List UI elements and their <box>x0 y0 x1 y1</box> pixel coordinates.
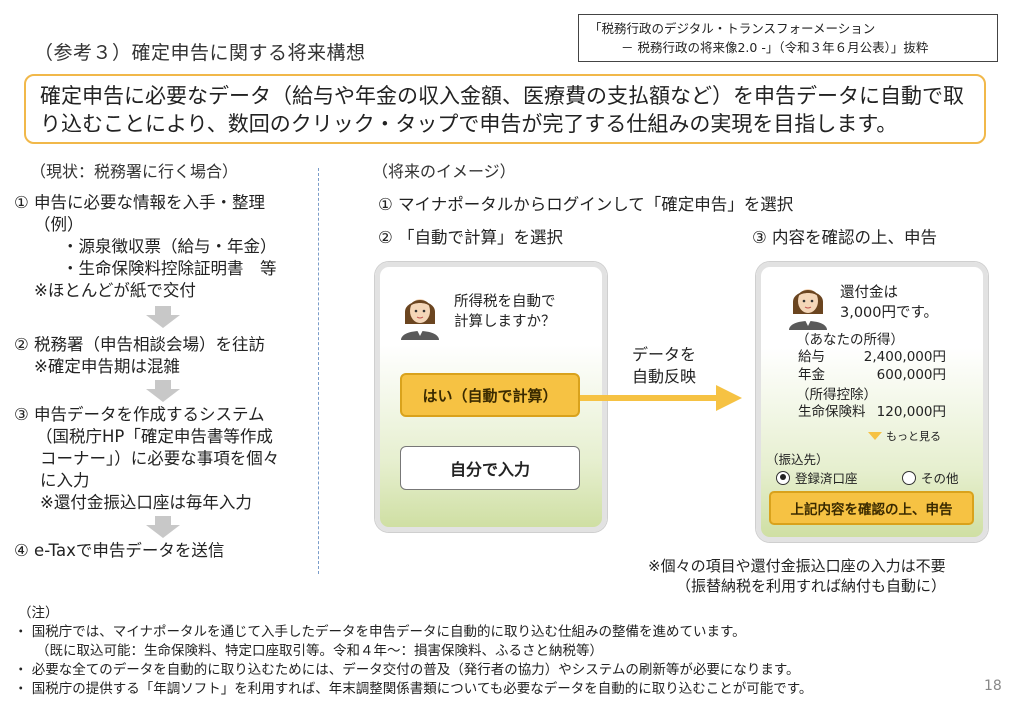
future-step-2: ② 「自動で計算」を選択 <box>378 228 564 247</box>
refund-message-line-2: 3,000円です。 <box>840 305 939 321</box>
income-value: 2,400,000円 <box>863 349 946 365</box>
refund-message: 還付金は 3,000円です。 <box>840 283 938 323</box>
column-divider <box>318 168 319 574</box>
notes-heading: （注） <box>18 605 59 621</box>
radio-registered-account[interactable]: 登録済口座 <box>776 468 858 487</box>
notes-section: （注） ・ 国税庁では、マイナポータルを通じて入手したデータを申告データに自動的… <box>14 604 812 699</box>
source-line-2: － 税務行政の将来像2.0 -」（令和３年６月公表）」抜粋 <box>621 40 929 55</box>
future-heading: （将来のイメージ） <box>372 162 516 181</box>
income-row-salary: 給与 2,400,000円 <box>798 348 946 366</box>
deduction-row-life-insurance: 生命保険料 120,000円 <box>798 403 946 421</box>
source-citation: 「税務行政のデジタル・トランスフォーメーション － 税務行政の将来像2.0 -」… <box>578 14 998 62</box>
income-row-pension: 年金 600,000円 <box>798 366 946 384</box>
down-arrow-icon <box>146 516 180 538</box>
future-note: ※個々の項目や還付金振込口座の入力は不要 （振替納税を利用すれば納付も自動に） <box>648 556 946 596</box>
note-item-2: ・ 必要な全てのデータを自動的に取り込むためには、データ交付の普及（発行者の協力… <box>14 662 800 678</box>
deduction-heading: （所得控除） <box>796 387 877 403</box>
current-step-1-example: （例） <box>34 215 84 234</box>
confirm-and-file-button[interactable]: 上記内容を確認の上、申告 <box>769 491 974 525</box>
future-note-line-1: ※個々の項目や還付金振込口座の入力は不要 <box>648 557 946 575</box>
current-step-1-item-b: ・生命保険料控除証明書 等 <box>62 259 277 278</box>
radio-other-label: その他 <box>921 471 959 486</box>
current-step-3-line-2: （国税庁HP「確定申告書等作成 <box>36 427 273 446</box>
current-step-1-note: ※ほとんどが紙で交付 <box>34 281 196 300</box>
current-step-3-line-3: コーナー」）に必要な事項を個々 <box>40 449 280 468</box>
radio-unselected-icon[interactable] <box>902 470 916 485</box>
income-label: 給与 <box>798 349 825 365</box>
radio-selected-icon[interactable] <box>776 470 790 485</box>
deduction-label: 生命保険料 <box>798 404 866 420</box>
current-step-1-title: ① 申告に必要な情報を入手・整理 <box>14 193 266 212</box>
show-more-label: もっと見る <box>886 430 941 443</box>
income-heading: （あなたの所得） <box>796 332 904 348</box>
radio-registered-label: 登録済口座 <box>795 471 858 486</box>
manual-input-button[interactable]: 自分で入力 <box>400 446 580 490</box>
summary-line-2: り込むことにより、数回のクリック・タップで申告が完了する仕組みの実現を目指します… <box>40 112 898 136</box>
phone1-prompt-line-1: 所得税を自動で <box>454 294 556 310</box>
current-step-3: ③ 申告データを作成するシステム （国税庁HP「確定申告書等作成 コーナー」）に… <box>14 404 279 514</box>
auto-calc-yes-button[interactable]: はい（自動で計算） <box>400 373 580 417</box>
note-item-1: ・ 国税庁では、マイナポータルを通じて入手したデータを申告データに自動的に取り込… <box>14 624 746 640</box>
current-step-2-title: ② 税務署（申告相談会場）を往訪 <box>14 335 266 354</box>
transfer-heading: （振込先） <box>766 452 829 467</box>
down-arrow-icon <box>146 380 180 402</box>
current-step-1: ① 申告に必要な情報を入手・整理 （例） ・源泉徴収票（給与・年金） ・生命保険… <box>14 192 277 302</box>
current-step-2-note: ※確定申告期は混雑 <box>34 357 180 376</box>
income-value: 600,000円 <box>876 367 946 383</box>
page-title: （参考３）確定申告に関する将来構想 <box>34 42 366 64</box>
phone1-prompt: 所得税を自動で 計算しますか？ <box>454 292 556 332</box>
source-line-1: 「税務行政のデジタル・トランスフォーメーション <box>589 21 876 36</box>
current-heading: （現状：税務署に行く場合） <box>30 162 239 181</box>
summary-box: 確定申告に必要なデータ（給与や年金の収入金額、医療費の支払額など）を申告データに… <box>24 74 986 144</box>
auto-reflect-label-line-1: データを <box>632 345 697 364</box>
current-step-3-line-4: に入力 <box>40 471 90 490</box>
summary-line-1: 確定申告に必要なデータ（給与や年金の収入金額、医療費の支払額など）を申告データに… <box>40 84 964 108</box>
current-step-3-note: ※還付金振込口座は毎年入力 <box>40 493 252 512</box>
advisor-avatar-icon <box>401 299 439 340</box>
future-step-1: ① マイナポータルからログインして「確定申告」を選択 <box>378 195 794 214</box>
current-step-4: ④ e-Taxで申告データを送信 <box>14 541 225 560</box>
radio-other-account[interactable]: その他 <box>902 468 959 487</box>
auto-reflect-label: データを 自動反映 <box>632 344 696 388</box>
note-item-1-detail: （既に取込可能：生命保険料、特定口座取引等。令和４年～：損害保険料、ふるさと納税… <box>36 643 603 659</box>
current-step-3-title: ③ 申告データを作成するシステム <box>14 405 265 424</box>
page-number: 18 <box>984 678 1002 694</box>
right-arrow-icon <box>580 385 742 411</box>
current-step-2: ② 税務署（申告相談会場）を往訪 ※確定申告期は混雑 <box>14 334 265 378</box>
advisor-avatar-icon <box>789 289 827 330</box>
deduction-value: 120,000円 <box>876 404 946 420</box>
future-step-3: ③ 内容を確認の上、申告 <box>752 228 938 247</box>
show-more-link[interactable]: もっと見る <box>868 428 941 444</box>
refund-message-line-1: 還付金は <box>840 285 898 301</box>
income-label: 年金 <box>798 367 825 383</box>
down-arrow-icon <box>146 306 180 328</box>
current-step-1-item-a: ・源泉徴収票（給与・年金） <box>62 237 277 256</box>
future-note-line-2: （振替納税を利用すれば納付も自動に） <box>676 577 947 595</box>
phone1-prompt-line-2: 計算しますか？ <box>454 314 556 330</box>
note-item-3: ・ 国税庁の提供する「年調ソフト」を利用すれば、年末調整関係書類についても必要な… <box>14 681 813 697</box>
chevron-down-icon <box>868 432 882 440</box>
auto-reflect-label-line-2: 自動反映 <box>632 367 697 386</box>
